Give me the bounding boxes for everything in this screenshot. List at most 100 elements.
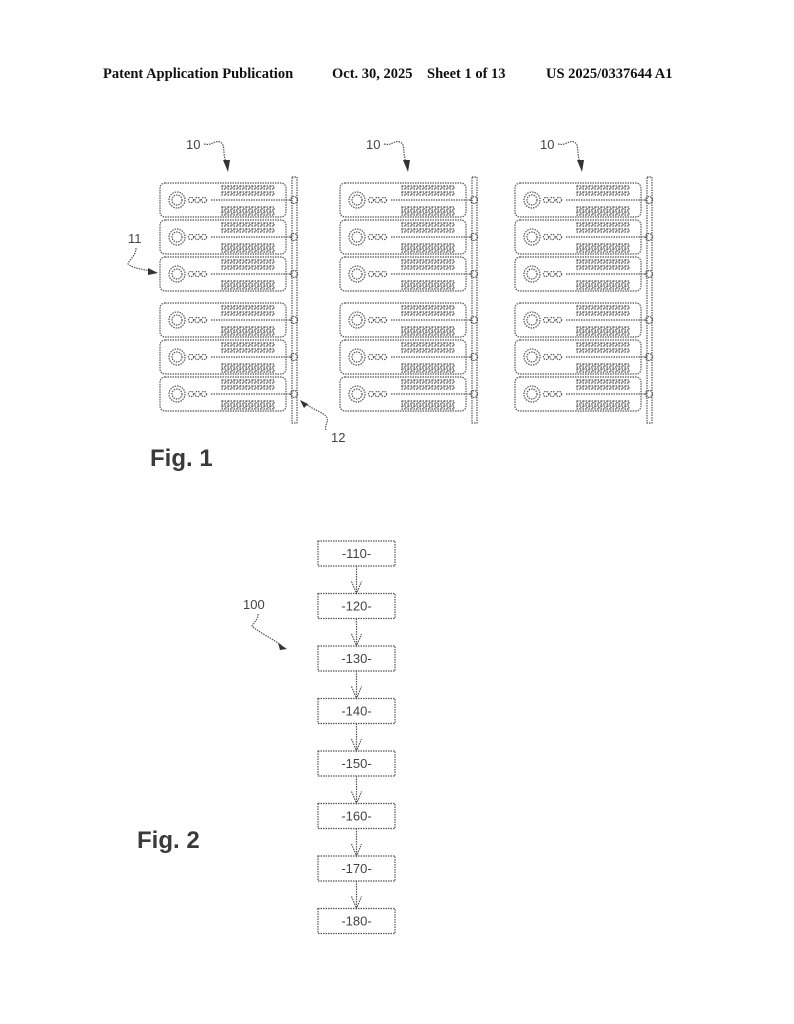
ref-label-11: 11 (128, 231, 142, 246)
card-pad (419, 385, 425, 390)
card-pad (401, 222, 407, 227)
card-pad (443, 265, 449, 270)
card-pad (431, 248, 437, 253)
card-pad (437, 228, 443, 233)
card-pad (227, 326, 233, 331)
rail-junction (469, 389, 479, 399)
card-pad (227, 265, 233, 270)
card-pad (576, 248, 582, 253)
card-pad (227, 379, 233, 384)
card-pad (425, 265, 431, 270)
card-pad (257, 342, 263, 347)
card-small-circle (542, 196, 550, 204)
card-pad (413, 259, 419, 264)
card-pad (245, 305, 251, 310)
rail-junction (469, 269, 479, 279)
card-main-circle (168, 348, 186, 366)
card-pad (612, 265, 618, 270)
card-pad (449, 379, 455, 384)
card-pad (245, 348, 251, 353)
fig1-card (514, 302, 654, 338)
card-pad (582, 342, 588, 347)
card-pad (413, 285, 419, 290)
card-inner-circle (351, 351, 363, 363)
card-pad (443, 185, 449, 190)
card-pad (245, 342, 251, 347)
card-pad (407, 206, 413, 211)
card-pad (233, 326, 239, 331)
card-pad (606, 305, 612, 310)
card-pad (612, 243, 618, 248)
card-pad (443, 311, 449, 316)
card-pad (576, 385, 582, 390)
card-pad (401, 348, 407, 353)
card-pad (588, 385, 594, 390)
rail-junction (289, 195, 299, 205)
card-pad (401, 243, 407, 248)
card-pad (431, 326, 437, 331)
card-pad (576, 342, 582, 347)
card-pad (407, 243, 413, 248)
card-inner-circle (526, 231, 538, 243)
card-pad (401, 331, 407, 336)
card-pad (245, 326, 251, 331)
card-small-circle (194, 270, 201, 278)
card-pad (606, 311, 612, 316)
card-pad (431, 348, 437, 353)
card-pad (251, 331, 257, 336)
card-pad (245, 206, 251, 211)
card-pad (245, 331, 251, 336)
card-small-circle (542, 390, 550, 398)
fig1-card (339, 339, 479, 375)
ref-label-10-c: 10 (540, 137, 554, 152)
card-pad (588, 280, 594, 285)
card-pad (401, 228, 407, 233)
card-pad (251, 228, 257, 233)
card-pad (221, 285, 227, 290)
card-pad (239, 285, 245, 290)
card-pad (588, 243, 594, 248)
card-pad (413, 311, 419, 316)
arrowhead-12 (300, 400, 308, 408)
card-pad (233, 248, 239, 253)
card-pad (618, 348, 624, 353)
card-pad (233, 348, 239, 353)
card-pad (624, 248, 630, 253)
card-pad (413, 185, 419, 190)
card-pad (618, 326, 624, 331)
card-pad (227, 191, 233, 196)
card-small-circle (367, 196, 375, 204)
card-pad (594, 228, 600, 233)
rail-junction (469, 352, 479, 362)
card-pad (419, 363, 425, 368)
card-pad (582, 206, 588, 211)
fig1-card (339, 219, 479, 255)
card-pad (269, 379, 275, 384)
card-pad (431, 331, 437, 336)
card-pad (582, 363, 588, 368)
card-pad (576, 222, 582, 227)
fig1-rail (646, 176, 653, 424)
card-pad (407, 400, 413, 405)
fig1-rail (471, 176, 478, 424)
card-pad (443, 363, 449, 368)
card-pad (425, 311, 431, 316)
card-pad (618, 405, 624, 410)
card-pad (594, 248, 600, 253)
card-pad (600, 331, 606, 336)
rail-junction (644, 352, 654, 362)
card-pad (582, 379, 588, 384)
card-pad (227, 185, 233, 190)
card-small-circle (367, 390, 375, 398)
card-pad (582, 305, 588, 310)
card-inner-circle (351, 388, 363, 400)
card-pad (437, 348, 443, 353)
card-pad (588, 222, 594, 227)
card-pad (251, 342, 257, 347)
card-pad (443, 368, 449, 373)
card-pad (588, 405, 594, 410)
card-pad (251, 400, 257, 405)
card-pad (606, 342, 612, 347)
card-pad (257, 248, 263, 253)
card-pad (233, 368, 239, 373)
